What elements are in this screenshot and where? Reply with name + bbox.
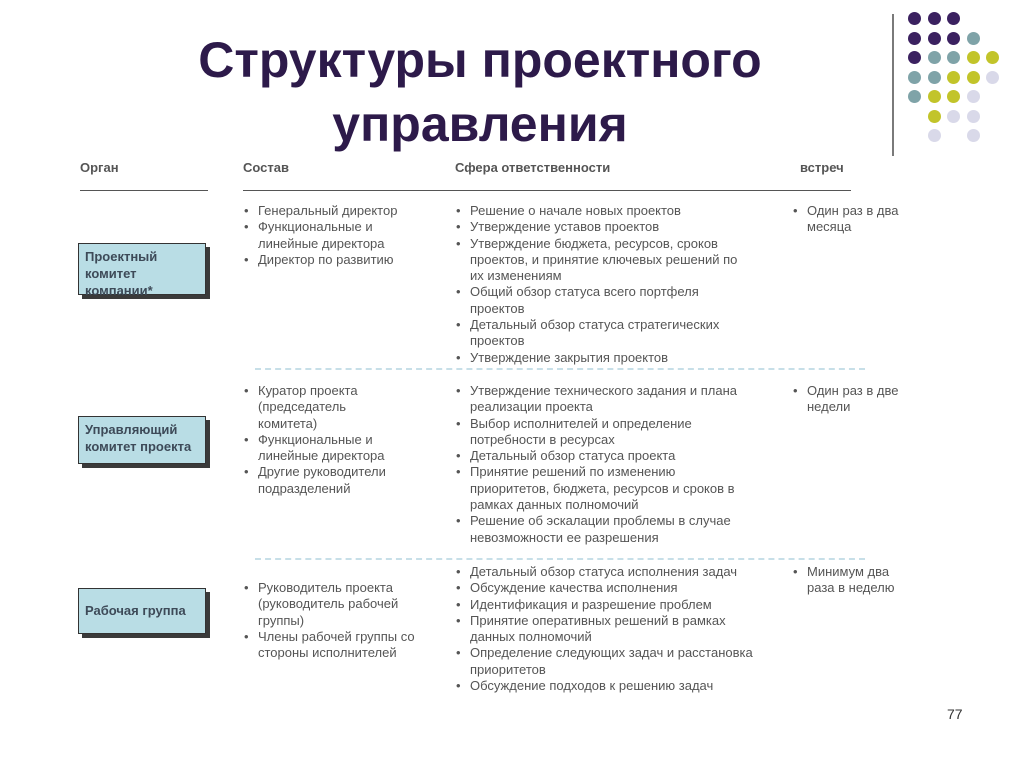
decorative-dot [947, 51, 960, 64]
decorative-dot [927, 51, 941, 64]
list-item: Руководитель проекта (руководитель рабоч… [242, 580, 417, 629]
list-item: Определение следующих задач и расстановк… [454, 645, 754, 678]
list-item: Обсуждение качества исполнения [454, 580, 754, 597]
composition-list: Куратор проекта (председатель комитета) … [242, 383, 402, 497]
decorative-dot [986, 70, 999, 84]
list-item: Функциональные и линейные директора [242, 432, 402, 465]
decorative-dot [908, 51, 921, 64]
decorative-divider [892, 14, 894, 156]
composition-list: Генеральный директор Функциональные и ли… [242, 203, 417, 268]
organ-box: Рабочая группа [78, 588, 206, 634]
decorative-dot [927, 109, 941, 123]
decorative-dot [908, 90, 921, 103]
decorative-dot [927, 90, 941, 103]
decorative-dot [927, 31, 941, 45]
decorative-dot [908, 70, 921, 84]
scope-list: Детальный обзор статуса исполнения задач… [454, 564, 754, 695]
list-item: Минимум два раза в неделю [791, 564, 916, 597]
list-item: Другие руководители подразделений [242, 464, 402, 497]
organ-box: Проектный комитет компании* [78, 243, 206, 298]
decorative-dot [908, 31, 921, 45]
list-item: Обсуждение подходов к решению задач [454, 678, 754, 695]
list-item: Один раз в две недели [791, 383, 916, 416]
list-item: Принятие решений по изменению приоритето… [454, 464, 754, 513]
list-item: Утверждение закрытия проектов [454, 350, 744, 367]
list-item: Функциональные и линейные директора [242, 219, 417, 252]
decorative-dot [966, 51, 980, 64]
decorative-dot [966, 109, 980, 123]
slide-title: Структуры проектного управления [130, 28, 830, 156]
decorative-dot [947, 31, 960, 45]
decorative-dot [966, 31, 980, 45]
list-item: Детальный обзор статуса стратегических п… [454, 317, 744, 350]
list-item: Решение об эскалации проблемы в случае н… [454, 513, 754, 546]
decorative-dot [947, 70, 960, 84]
decorative-dot [966, 70, 980, 84]
decorative-dot [947, 109, 960, 123]
list-item: Детальный обзор статуса проекта [454, 448, 754, 465]
list-item: Общий обзор статуса всего портфеля проек… [454, 284, 744, 317]
list-item: Детальный обзор статуса исполнения задач [454, 564, 754, 581]
list-item: Утверждение уставов проектов [454, 219, 744, 236]
title-line-2: управления [332, 96, 628, 152]
list-item: Решение о начале новых проектов [454, 203, 744, 220]
list-item: Один раз в два месяца [791, 203, 911, 236]
list-item: Генеральный директор [242, 203, 417, 220]
header-composition: Состав [243, 160, 289, 175]
page-number: 77 [947, 706, 963, 722]
decorative-dot [966, 129, 980, 142]
header-meetings: встреч [800, 160, 844, 175]
scope-list: Решение о начале новых проектов Утвержде… [454, 203, 744, 366]
composition-list: Руководитель проекта (руководитель рабоч… [242, 580, 417, 661]
decorative-dot [908, 12, 921, 25]
decorative-dot [927, 70, 941, 84]
decorative-dot-grid [908, 12, 1018, 162]
meetings-list: Один раз в две недели [791, 383, 916, 416]
meetings-list: Один раз в два месяца [791, 203, 911, 236]
list-item: Члены рабочей группы со стороны исполнит… [242, 629, 417, 662]
decorative-dot [947, 90, 960, 103]
header-scope: Сфера ответственности [455, 160, 611, 175]
list-item: Принятие оперативных решений в рамках да… [454, 613, 754, 646]
list-item: Идентификация и разрешение проблем [454, 597, 754, 614]
list-item: Выбор исполнителей и определение потребн… [454, 416, 754, 449]
header-underline [243, 190, 851, 191]
decorative-dot [947, 12, 960, 25]
meetings-list: Минимум два раза в неделю [791, 564, 916, 597]
header-underline [80, 190, 208, 191]
organ-box: Управляющий комитет проекта [78, 416, 206, 464]
decorative-dot [927, 129, 941, 142]
row-separator [255, 368, 865, 370]
decorative-dot [966, 90, 980, 103]
list-item: Утверждение бюджета, ресурсов, сроков пр… [454, 236, 744, 285]
list-item: Директор по развитию [242, 252, 417, 269]
row-separator [255, 558, 865, 560]
title-line-1: Структуры проектного [198, 32, 762, 88]
header-organ: Орган [80, 160, 119, 175]
list-item: Утверждение технического задания и плана… [454, 383, 754, 416]
decorative-dot [927, 12, 941, 25]
decorative-dot [986, 51, 999, 64]
list-item: Куратор проекта (председатель комитета) [242, 383, 402, 432]
scope-list: Утверждение технического задания и плана… [454, 383, 754, 546]
